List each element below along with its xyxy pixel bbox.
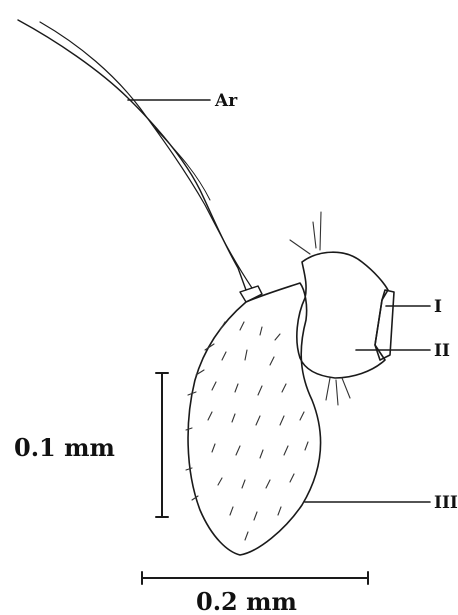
segment-II-bristles xyxy=(290,212,350,405)
arista xyxy=(18,20,262,302)
label-arista: Ar xyxy=(214,91,238,111)
scale-bar-vertical xyxy=(156,373,168,517)
scale-label-vertical: 0.1 mm xyxy=(14,433,115,462)
segment-II xyxy=(297,252,388,378)
scale-bar-horizontal xyxy=(142,572,368,584)
label-segment-I: I xyxy=(434,297,442,317)
label-segment-III: III xyxy=(434,493,458,513)
scale-label-horizontal: 0.2 mm xyxy=(196,587,297,615)
label-segment-II: II xyxy=(434,341,450,361)
